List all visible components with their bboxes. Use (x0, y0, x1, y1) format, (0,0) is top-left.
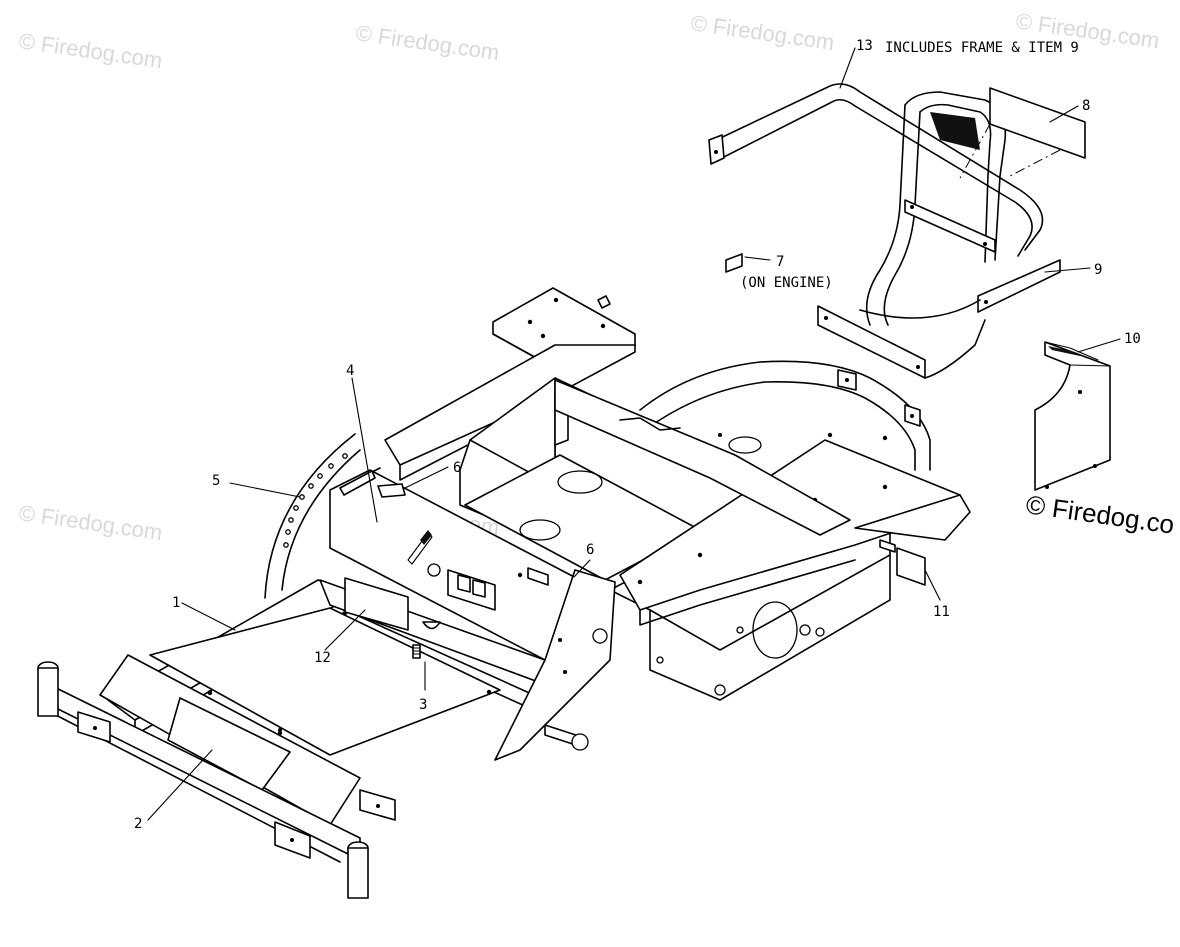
rops-frame-item-13 (708, 83, 1061, 379)
callout-labels: 1 2 3 4 5 6 6 7 8 9 10 11 12 13 INCLUDES… (134, 38, 1141, 832)
callout-1: 1 (172, 595, 180, 611)
callout-6a: 6 (453, 460, 461, 476)
callout-6b: 6 (586, 542, 594, 558)
heat-shield-item-10 (1034, 341, 1111, 491)
watermark-5: © Firedog.com (17, 500, 164, 545)
callout-12: 12 (314, 650, 331, 666)
callout-3: 3 (419, 697, 427, 713)
callout-5: 5 (212, 473, 220, 489)
watermark-1: © Firedog.com (17, 28, 164, 73)
callout-10: 10 (1124, 331, 1141, 347)
callout-9: 9 (1094, 262, 1102, 278)
callout-11: 11 (933, 604, 950, 620)
callout-4: 4 (346, 363, 354, 379)
watermark-brand: © Firedog.co (1024, 489, 1176, 539)
decal-item-8 (959, 87, 1086, 179)
callout-7: 7 (776, 254, 784, 270)
note-item-13: INCLUDES FRAME & ITEM 9 (885, 40, 1079, 56)
decal-item-7 (725, 253, 743, 273)
callout-2: 2 (134, 816, 142, 832)
main-chassis (37, 287, 971, 899)
callout-8: 8 (1082, 98, 1090, 114)
leader-lines (147, 47, 1121, 821)
watermark-3: © Firedog.com (689, 10, 836, 55)
note-item-7: (ON ENGINE) (740, 275, 833, 291)
watermark-2: © Firedog.com (354, 20, 501, 65)
callout-13: 13 (856, 38, 873, 54)
decal-item-11 (896, 547, 926, 586)
